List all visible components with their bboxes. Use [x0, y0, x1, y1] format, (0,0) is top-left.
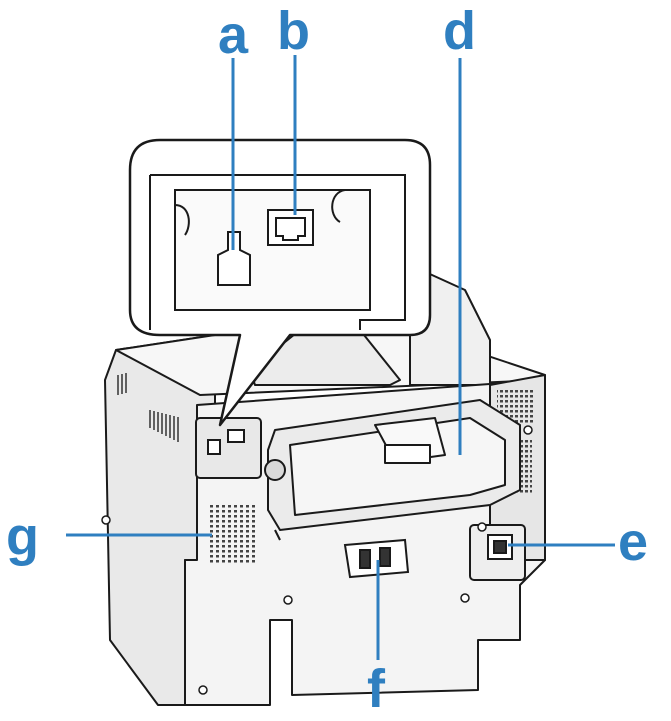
label-d: d: [443, 1, 476, 61]
usb-port-small: [207, 439, 221, 455]
ac-inlet: [469, 524, 526, 581]
rear-port-panel: [195, 417, 262, 479]
leader-lines: [66, 55, 615, 660]
label-e: e: [618, 512, 649, 572]
duplex-unit: [264, 399, 521, 541]
screws: [101, 425, 533, 695]
lower-left-vent-grid: [208, 505, 256, 565]
usb-b-port: [217, 231, 251, 286]
duplex-knob: [264, 459, 286, 481]
label-g: g: [6, 507, 39, 567]
callout-port-panel: [149, 174, 406, 330]
label-f: f: [367, 659, 385, 719]
label-a: a: [218, 5, 249, 65]
left-side-vents: [117, 373, 179, 442]
label-b: b: [277, 1, 310, 61]
lower-connector: [343, 538, 410, 579]
lan-port-small: [227, 429, 245, 443]
